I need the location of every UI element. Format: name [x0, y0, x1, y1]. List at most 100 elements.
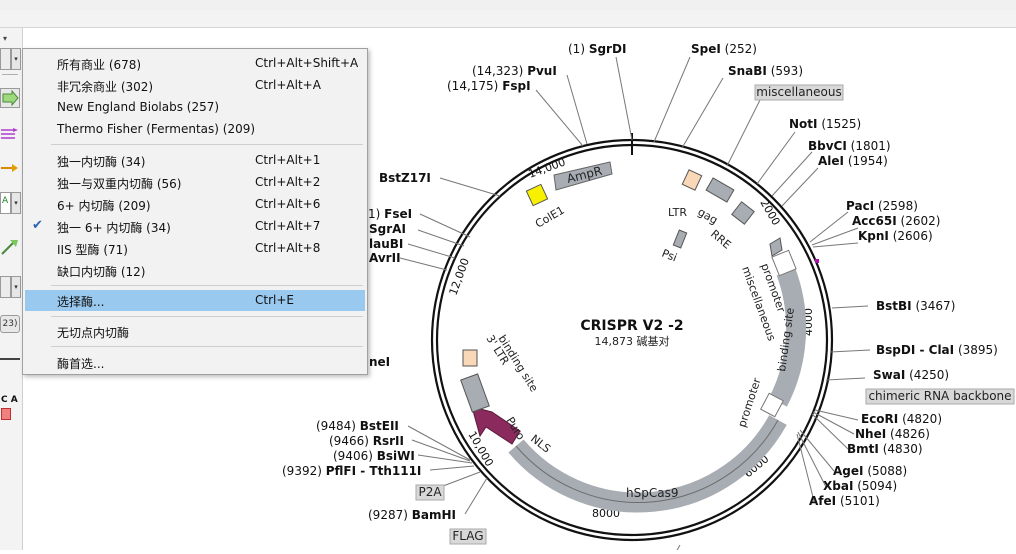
gag-feature[interactable]: [705, 177, 735, 203]
svg-text:(9466) RsrII: (9466) RsrII: [329, 434, 404, 448]
menu-item-nicking[interactable]: 缺口内切酶 (12): [57, 265, 146, 279]
cole1-label: ColE1: [533, 204, 567, 231]
chimeric-box[interactable]: [865, 388, 1015, 405]
svg-text:AfeI (5101): AfeI (5101): [809, 494, 880, 508]
misc-box-label: miscellaneous: [756, 85, 841, 99]
svg-text:EcoRI (4820): EcoRI (4820): [861, 412, 942, 426]
svg-text:AleI (1954): AleI (1954): [818, 154, 888, 168]
left-toolbar: ▾ ▾ A ▾ ▾ 23) C A: [0, 28, 23, 550]
toolbar-strip: [0, 10, 1016, 28]
ltr3-feature[interactable]: [460, 373, 490, 413]
menu-item-unique-six-plus[interactable]: ✔独一 6+ 内切酶 (34)Ctrl+Alt+7: [32, 218, 321, 235]
label-connectors: [399, 56, 871, 553]
base-color-swatch: [1, 408, 11, 420]
menu-separator: [51, 144, 363, 145]
svg-text:AvrII: AvrII: [369, 251, 401, 265]
svg-text:XbaI (5094): XbaI (5094): [823, 479, 897, 493]
menu-item-enzyme-preferences[interactable]: 酶首选...: [57, 357, 105, 371]
svg-text:lauBI: lauBI: [369, 237, 403, 251]
sequence-view-dropdown[interactable]: ▾: [11, 192, 21, 214]
menu-item-unique-double[interactable]: 独一与双重内切酶 (56)Ctrl+Alt+2: [57, 175, 321, 191]
svg-text:Acc65I (2602): Acc65I (2602): [852, 214, 940, 228]
menu-item-six-plus[interactable]: 6+ 内切酶 (209)Ctrl+Alt+6: [57, 197, 321, 213]
rre-label: RRE: [708, 227, 733, 251]
promoter-right-label: promoter: [735, 376, 763, 429]
gag-label: gag: [696, 205, 720, 227]
svg-text:SnaBI (593): SnaBI (593): [728, 64, 803, 78]
promoter-right-gap: [760, 392, 784, 418]
enzyme-context-menu: 所有商业 (678)Ctrl+Alt+Shift+A 非冗余商业 (302)Ct…: [22, 48, 368, 375]
svg-text:BstZ17I: BstZ17I: [379, 171, 431, 185]
sequence-view-button[interactable]: A: [0, 192, 11, 214]
hspcas9-outline: [515, 419, 779, 503]
menu-item-thermo[interactable]: Thermo Fisher (Fermentas) (209): [57, 122, 256, 136]
plasmid-title: CRISPR V2 -2: [580, 318, 683, 334]
svg-text:(1) SgrDI: (1) SgrDI: [568, 42, 626, 56]
svg-text:(9406) BsiWI: (9406) BsiWI: [333, 449, 415, 463]
menu-separator: [51, 285, 363, 286]
svg-text:NotI (1525): NotI (1525): [789, 117, 861, 131]
misc-box[interactable]: [754, 84, 844, 101]
svg-text:AgeI (5088): AgeI (5088): [833, 464, 907, 478]
svg-text:1) FseI: 1) FseI: [368, 207, 412, 221]
checkmark-icon: ✔: [32, 218, 43, 233]
svg-text:SwaI (4250): SwaI (4250): [873, 368, 949, 382]
menu-item-neb[interactable]: New England Biolabs (257): [57, 100, 220, 114]
menu-item-choose-enzymes[interactable]: 选择酶...Ctrl+E: [25, 290, 365, 311]
ring-tick-label: 12,000: [447, 256, 472, 297]
ltr-label: LTR: [668, 206, 687, 219]
psi-feature[interactable]: [672, 229, 688, 249]
svg-text:BbvCI (1801): BbvCI (1801): [808, 139, 891, 153]
svg-text:(9287) BamHI: (9287) BamHI: [368, 508, 456, 522]
svg-text:(14,323) PvuI: (14,323) PvuI: [472, 64, 557, 78]
rre-feature[interactable]: [731, 201, 755, 225]
view-mode-dropdown[interactable]: ▾: [11, 276, 21, 298]
menu-item-nonredundant[interactable]: 非冗余商业 (302)Ctrl+Alt+A: [57, 78, 321, 94]
svg-text:(9484) BstEII: (9484) BstEII: [316, 419, 399, 433]
svg-text:SpeI (252): SpeI (252): [691, 42, 757, 56]
svg-text:NheI (4826): NheI (4826): [855, 427, 930, 441]
flag-box-label: FLAG: [452, 529, 483, 543]
enzyme-tool-icon[interactable]: [0, 238, 20, 256]
chimeric-box-label: chimeric RNA backbone: [868, 389, 1011, 403]
binding-site-left-feature[interactable]: [462, 349, 478, 367]
menu-item-unique[interactable]: 独一内切酶 (34)Ctrl+Alt+1: [57, 153, 321, 169]
binding-site-right-feature[interactable]: [769, 268, 807, 407]
menu-item-all-commercial[interactable]: 所有商业 (678)Ctrl+Alt+Shift+A: [57, 56, 359, 72]
ltr-feature[interactable]: [681, 169, 703, 191]
enzyme-labels: (1) SgrDI SpeI (252) SnaBI (593) NotI (1…: [282, 42, 998, 522]
count-badge[interactable]: 23): [0, 315, 20, 333]
feature-arrow-button[interactable]: [0, 88, 20, 108]
chevron-down-icon[interactable]: ▾: [3, 34, 8, 43]
line-tool-icon[interactable]: [0, 358, 20, 366]
view-mode-button[interactable]: [0, 276, 11, 298]
green-arrow-icon: [2, 89, 19, 107]
svg-text:BstBI (3467): BstBI (3467): [876, 299, 955, 313]
menu-item-type-iis[interactable]: IIS 型酶 (71)Ctrl+Alt+8: [57, 241, 321, 257]
enzyme-set-button[interactable]: [0, 48, 11, 70]
p2a-box[interactable]: [415, 484, 445, 501]
selection-marker: [815, 259, 819, 263]
psi-label: Psi: [660, 247, 679, 265]
cole1-feature[interactable]: [525, 183, 549, 207]
flag-box[interactable]: [449, 528, 487, 545]
enzyme-set-dropdown[interactable]: ▾: [11, 48, 21, 70]
promoter-top-feature[interactable]: [769, 237, 783, 257]
menu-item-noncutters[interactable]: 无切点内切酶: [57, 326, 130, 340]
svg-text:BspDI - ClaI (3895): BspDI - ClaI (3895): [876, 343, 998, 357]
binding-site-gap: [771, 249, 797, 277]
svg-text:(9392) PflFI - Tth111I: (9392) PflFI - Tth111I: [282, 464, 421, 478]
ampr-feature[interactable]: [553, 161, 613, 191]
svg-text:(14,175) FspI: (14,175) FspI: [447, 79, 531, 93]
svg-text:PacI (2598): PacI (2598): [846, 199, 918, 213]
svg-text:BmtI (4830): BmtI (4830): [847, 442, 923, 456]
hspcas9-label: hSpCas9: [626, 486, 678, 500]
primer-icon[interactable]: [0, 126, 20, 142]
ampr-label: AmpR: [565, 164, 603, 186]
orf-icon[interactable]: [0, 160, 20, 174]
menu-separator: [51, 346, 363, 347]
menu-separator: [51, 316, 363, 317]
svg-text:SgrAI: SgrAI: [369, 222, 406, 236]
title-bar: [0, 0, 1016, 10]
